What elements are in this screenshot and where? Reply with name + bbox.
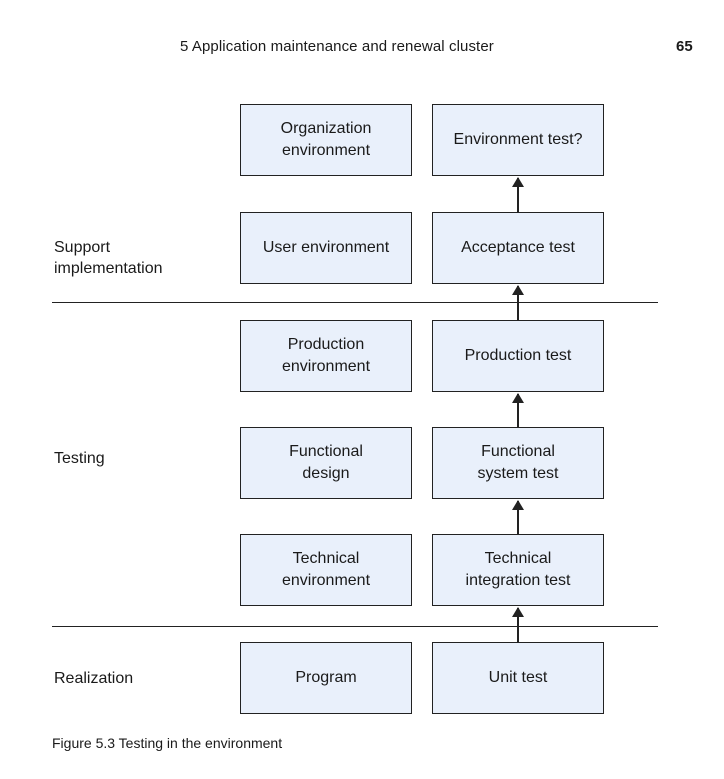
box-label: Environment test?: [453, 131, 583, 148]
box-user-environment: User environment: [240, 212, 412, 284]
label-realization: Realization: [54, 670, 134, 687]
page-number: 65: [676, 38, 693, 55]
arrow-up-icon: [512, 607, 524, 642]
box-label: Unit test: [488, 669, 548, 686]
section-divider: [52, 626, 658, 627]
box-label: Production environment: [281, 336, 371, 375]
box-organization-environment: Organization environment: [240, 104, 412, 176]
label-testing: Testing: [54, 450, 105, 467]
box-production-environment: Production environment: [240, 320, 412, 392]
box-label: User environment: [262, 239, 390, 256]
box-label: Functional system test: [477, 443, 559, 482]
box-program: Program: [240, 642, 412, 714]
figure-caption: Figure 5.3 Testing in the environment: [52, 735, 283, 751]
box-production-test: Production test: [432, 320, 604, 392]
box-technical-environment: Technical environment: [240, 534, 412, 606]
box-functional-system-test: Functional system test: [432, 427, 604, 499]
box-label: Production test: [464, 347, 572, 364]
box-label: Functional design: [289, 443, 363, 482]
arrow-up-icon: [512, 500, 524, 534]
box-unit-test: Unit test: [432, 642, 604, 714]
box-label: Technical environment: [281, 550, 371, 589]
box-environment-test: Environment test?: [432, 104, 604, 176]
running-header: 5 Application maintenance and renewal cl…: [180, 38, 494, 55]
box-label: Acceptance test: [461, 239, 575, 256]
arrow-up-icon: [512, 177, 524, 212]
box-label: Organization environment: [280, 120, 372, 159]
arrow-up-icon: [512, 393, 524, 427]
box-functional-design: Functional design: [240, 427, 412, 499]
box-label: Program: [295, 669, 357, 686]
box-technical-integration-test: Technical integration test: [432, 534, 604, 606]
box-label: Technical integration test: [465, 550, 571, 589]
section-divider: [52, 302, 658, 303]
box-acceptance-test: Acceptance test: [432, 212, 604, 284]
arrow-up-icon: [512, 285, 524, 320]
label-support-implementation: Support implementation: [54, 239, 163, 277]
